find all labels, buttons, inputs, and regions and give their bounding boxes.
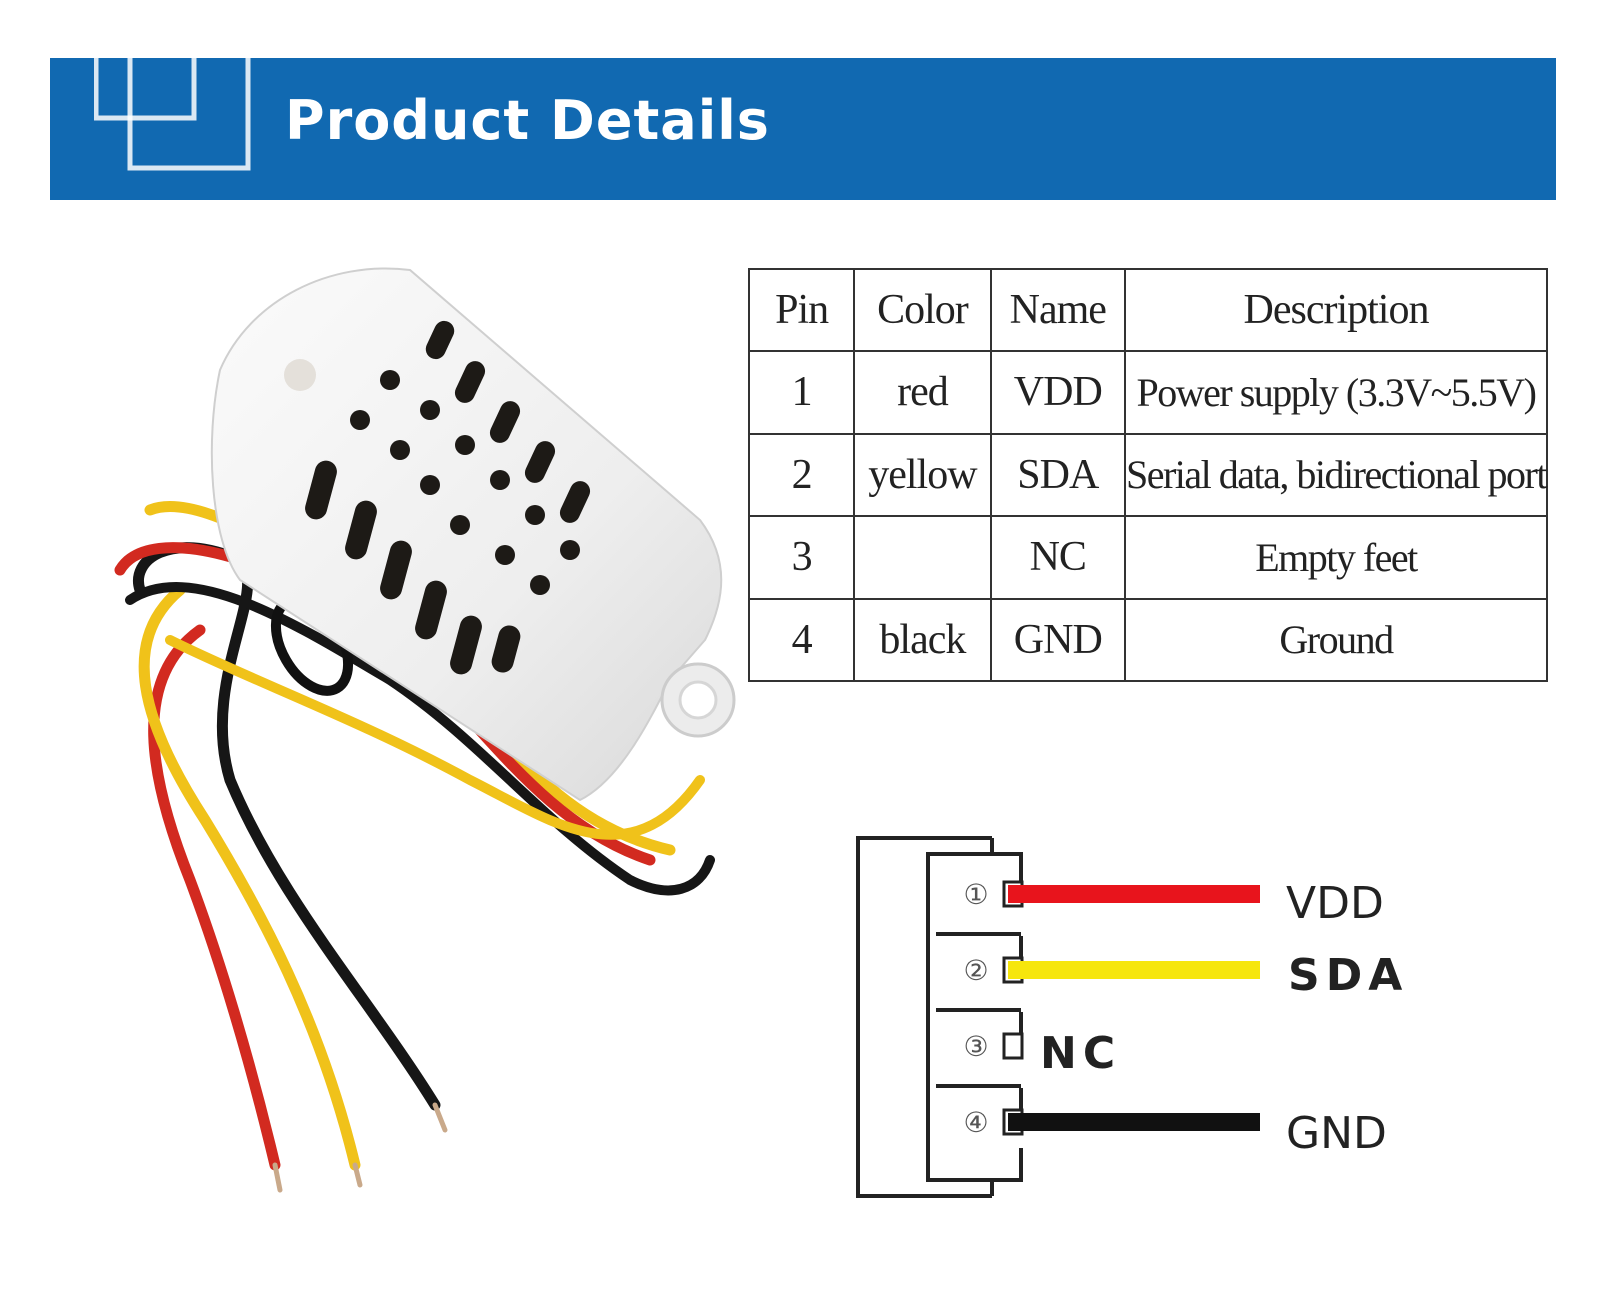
sensor-photo bbox=[114, 267, 736, 1193]
pin-number: ① bbox=[963, 878, 988, 911]
description-cell: Power supply (3.3V~5.5V) bbox=[1123, 350, 1549, 435]
pin-cell: 1 bbox=[747, 350, 856, 435]
pin-cell: 4 bbox=[747, 597, 856, 682]
color-cell bbox=[853, 515, 992, 600]
pin-number: ② bbox=[963, 954, 988, 987]
header-name: Name bbox=[989, 268, 1126, 352]
table-row: 4 black GND Ground bbox=[747, 597, 1549, 682]
pin-label-vdd: VDD bbox=[1286, 878, 1384, 929]
pin-number: ③ bbox=[963, 1030, 988, 1063]
description-cell: Ground bbox=[1123, 597, 1549, 682]
table-row: 1 red VDD Power supply (3.3V~5.5V) bbox=[747, 350, 1549, 435]
pin-terminal bbox=[1002, 1032, 1024, 1060]
description-cell: Serial data, bidirectional port bbox=[1123, 432, 1549, 517]
table-row: 2 yellow SDA Serial data, bidirectional … bbox=[747, 432, 1549, 517]
pin-wire-sda bbox=[1008, 961, 1260, 979]
pin-table: Pin Color Name Description 1 red VDD Pow… bbox=[747, 268, 1549, 682]
pin-wire-vdd bbox=[1008, 885, 1260, 903]
header-pin: Pin bbox=[747, 268, 856, 352]
pin-cell: 2 bbox=[747, 432, 856, 517]
connector-housing bbox=[856, 836, 1023, 1198]
name-cell: SDA bbox=[989, 432, 1126, 517]
name-cell: GND bbox=[989, 597, 1126, 682]
header-color: Color bbox=[853, 268, 992, 352]
pin-group: ① ② ③ ④ bbox=[963, 878, 1260, 1139]
name-cell: NC bbox=[989, 515, 1126, 600]
pin-cell: 3 bbox=[747, 515, 856, 600]
connector-pinout-diagram: ① ② ③ ④ bbox=[856, 836, 1260, 1198]
squares-logo-icon bbox=[94, 58, 251, 171]
banner-title: Product Details bbox=[285, 89, 770, 152]
pin-number: ④ bbox=[963, 1106, 988, 1139]
header-description: Description bbox=[1123, 268, 1549, 352]
description-cell: Empty feet bbox=[1123, 515, 1549, 600]
sensor-body bbox=[210, 267, 736, 802]
color-cell: black bbox=[853, 597, 992, 682]
pin-label-sda: SDA bbox=[1288, 950, 1409, 1001]
table-header-row: Pin Color Name Description bbox=[747, 268, 1549, 352]
product-details-banner: Product Details bbox=[50, 58, 1556, 200]
pin-label-nc: NC bbox=[1040, 1028, 1122, 1079]
table-row: 3 NC Empty feet bbox=[747, 515, 1549, 600]
name-cell: VDD bbox=[989, 350, 1126, 435]
pin-label-gnd: GND bbox=[1286, 1108, 1387, 1159]
color-cell: yellow bbox=[853, 432, 992, 517]
color-cell: red bbox=[853, 350, 992, 435]
pin-wire-gnd bbox=[1008, 1113, 1260, 1131]
